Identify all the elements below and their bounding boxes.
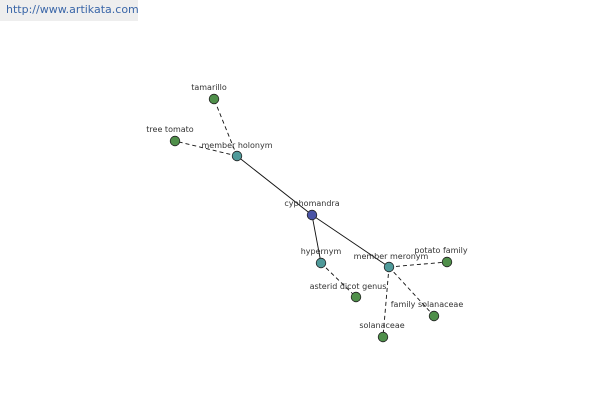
watermark-text: http://www.artikata.com — [6, 3, 139, 16]
edge-cyphomandra-to-member-holonym — [236, 155, 313, 216]
node-marker-member-holonym[interactable] — [231, 150, 243, 162]
edge-cyphomandra-to-hypernym — [311, 214, 322, 264]
edge-member-meronym-to-potato-family — [388, 261, 448, 268]
nodes-layer: cyphomandra member holonym hypernym member … — [146, 83, 468, 343]
watermark: http://www.artikata.com — [0, 0, 139, 21]
node-label-potato-family: potato family — [414, 246, 468, 255]
node-marker-member-meronym[interactable] — [383, 261, 395, 273]
node-marker-potato-family[interactable] — [441, 256, 453, 268]
node-member-meronym[interactable]: member meronym — [354, 252, 429, 273]
node-label-tamarillo: tamarillo — [191, 83, 227, 92]
node-label-cyphomandra: cyphomandra — [284, 199, 339, 208]
edges-layer — [174, 98, 448, 338]
node-member-holonym[interactable]: member holonym — [201, 141, 273, 162]
node-marker-cyphomandra[interactable] — [306, 209, 318, 221]
node-label-hypernym: hypernym — [301, 247, 342, 256]
edge-hypernym-to-asterid-dicot-genus — [320, 262, 357, 298]
node-marker-solanaceae[interactable] — [377, 331, 389, 343]
node-potato-family[interactable]: potato family — [414, 246, 468, 268]
node-marker-family-solanaceae[interactable] — [428, 310, 440, 322]
node-tamarillo[interactable]: tamarillo — [191, 83, 227, 105]
edge-cyphomandra-to-member-meronym — [311, 214, 390, 268]
node-label-solanaceae: solanaceae — [359, 321, 404, 330]
edge-member-holonym-to-tree-tomato — [174, 140, 238, 157]
node-label-tree-tomato: tree tomato — [146, 125, 194, 134]
node-label-asterid-dicot-genus: asterid dicot genus — [310, 282, 387, 291]
node-marker-hypernym[interactable] — [315, 257, 327, 269]
node-tree-tomato[interactable]: tree tomato — [146, 125, 194, 147]
node-cyphomandra[interactable]: cyphomandra — [284, 199, 340, 221]
edge-member-meronym-to-solanaceae — [382, 266, 390, 338]
node-marker-asterid-dicot-genus[interactable] — [350, 291, 362, 303]
node-hypernym[interactable]: hypernym — [301, 247, 342, 269]
node-marker-tamarillo[interactable] — [208, 93, 220, 105]
node-asterid-dicot-genus[interactable]: asterid dicot genus — [310, 282, 387, 303]
node-label-family-solanaceae: family solanaceae — [391, 300, 464, 309]
node-marker-tree-tomato[interactable] — [169, 135, 181, 147]
edge-member-holonym-to-tamarillo — [213, 98, 238, 157]
node-label-member-holonym: member holonym — [201, 141, 272, 150]
node-family-solanaceae[interactable]: family solanaceae — [391, 300, 464, 322]
node-label-member-meronym: member meronym — [354, 252, 429, 261]
node-solanaceae[interactable]: solanaceae — [359, 321, 405, 343]
